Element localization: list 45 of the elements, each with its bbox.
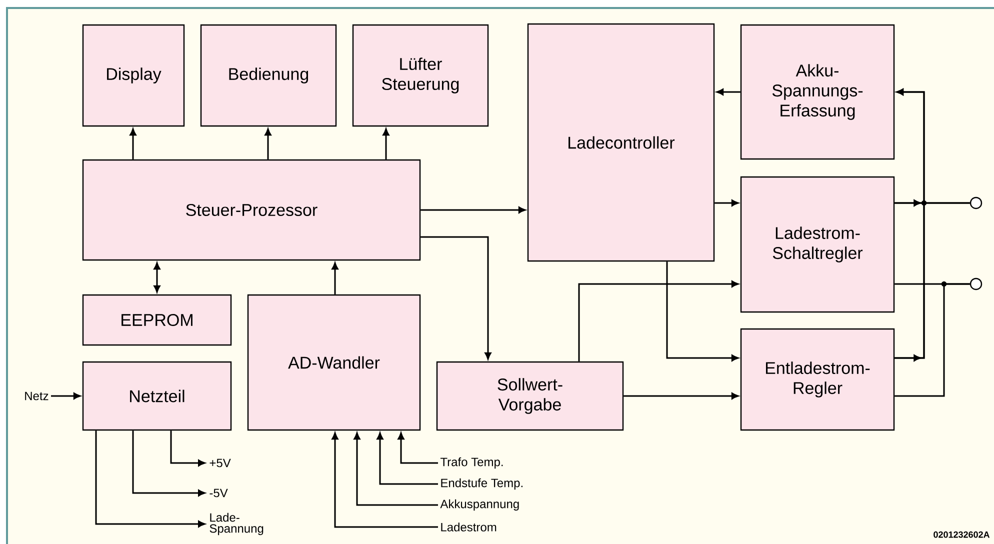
signal-label: Endstufe Temp. xyxy=(441,478,522,490)
block-box: Lüfter Steuerung xyxy=(352,24,489,127)
arrow xyxy=(95,430,206,528)
block-box: Display xyxy=(82,24,185,127)
arrow xyxy=(332,432,438,528)
signal-label: +5V xyxy=(210,458,231,468)
figure-number: 0201232602A xyxy=(934,531,990,538)
block-box: Ladecontroller xyxy=(527,23,715,262)
signal-label: Ladestrom xyxy=(441,522,496,532)
block-box: Bedienung xyxy=(200,24,337,127)
arrow xyxy=(420,236,492,360)
block-box: AD-Wandler xyxy=(247,294,421,431)
arrow xyxy=(716,88,740,96)
arrow xyxy=(264,128,272,160)
block-box: Entladestrom- Regler xyxy=(740,328,895,431)
block-box: Sollwert- Vorgabe xyxy=(436,361,624,431)
arrow xyxy=(130,128,136,160)
arrow xyxy=(624,392,739,400)
arrow xyxy=(376,432,438,485)
arrow xyxy=(354,432,438,506)
arrow xyxy=(714,200,739,206)
signal-label: Lade- Spannung xyxy=(210,512,264,536)
arrow xyxy=(894,88,925,362)
arrow xyxy=(398,432,438,464)
arrow xyxy=(154,262,160,292)
signal-label: Netz xyxy=(25,392,48,400)
block-box: EEPROM xyxy=(82,294,232,346)
block-box: Steuer-Prozessor xyxy=(82,159,421,261)
arrow xyxy=(578,280,739,362)
signal-label: -5V xyxy=(210,488,228,498)
block-box: Akku- Spannungs- Erfassung xyxy=(740,24,895,160)
terminal-circle xyxy=(970,278,982,290)
arrow xyxy=(332,262,338,294)
arrow xyxy=(382,128,390,160)
block-box: Ladestrom- Schaltregler xyxy=(740,176,895,313)
arrow xyxy=(51,392,81,400)
arrow xyxy=(170,430,206,466)
arrow xyxy=(420,206,526,214)
terminal-circle xyxy=(970,196,982,210)
block-box: Netzteil xyxy=(82,361,232,431)
arrow xyxy=(132,430,206,496)
signal-label: Akkuspannung xyxy=(440,499,519,511)
arrow xyxy=(666,262,739,362)
connector-line xyxy=(894,283,970,397)
signal-label: Trafo Temp. xyxy=(440,457,503,469)
